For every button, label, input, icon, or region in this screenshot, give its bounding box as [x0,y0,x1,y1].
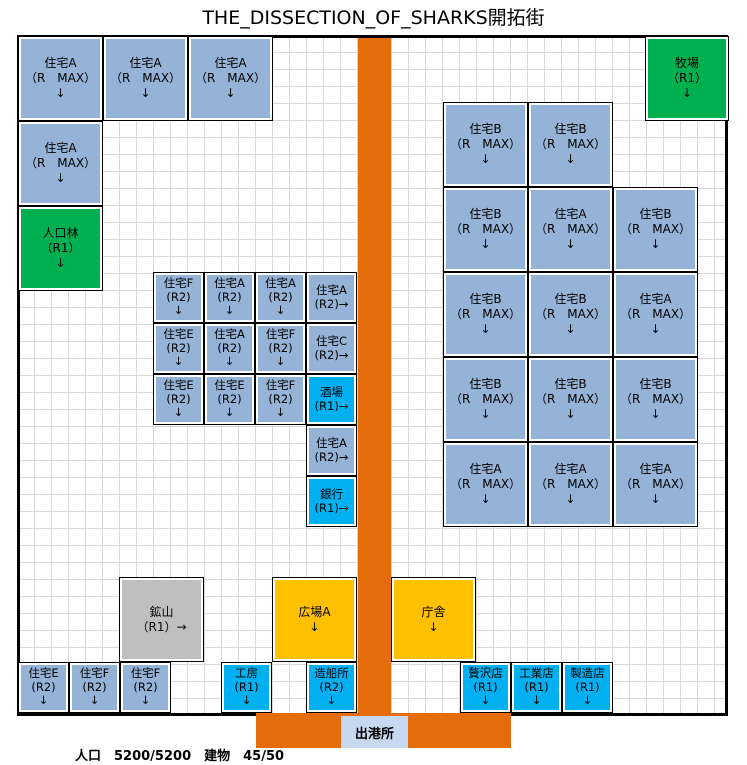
building-housing-18[interactable]: 住宅A （R MAX） ↓ [528,442,613,527]
building-housing-7[interactable]: 住宅B （R MAX） ↓ [528,102,613,187]
main-street-vertical [358,38,391,716]
building-housing-19[interactable]: 住宅A （R MAX） ↓ [613,442,698,527]
building-housing-17[interactable]: 住宅A （R MAX） ↓ [443,442,528,527]
building-housing-30[interactable]: 住宅F (R2) ↓ [255,374,306,425]
building-housing-10[interactable]: 住宅B （R MAX） ↓ [613,187,698,272]
building-mine-34[interactable]: 鉱山 （R1）→ [119,577,204,662]
building-housing-16[interactable]: 住宅B （R MAX） ↓ [613,357,698,442]
building-housing-26[interactable]: 住宅F (R2) ↓ [255,323,306,374]
building-shop-31[interactable]: 酒場 (R1)→ [306,374,357,425]
building-housing-8[interactable]: 住宅B （R MAX） ↓ [443,187,528,272]
building-housing-12[interactable]: 住宅B （R MAX） ↓ [528,272,613,357]
building-housing-29[interactable]: 住宅E (R2) ↓ [204,374,255,425]
building-housing-37[interactable]: 住宅E (R2) ↓ [18,662,69,713]
building-housing-15[interactable]: 住宅B （R MAX） ↓ [528,357,613,442]
building-housing-38[interactable]: 住宅F (R2) ↓ [69,662,120,713]
building-shop-43[interactable]: 工業店 (R1) ↓ [511,662,562,713]
building-housing-32[interactable]: 住宅A (R2)→ [306,425,357,476]
building-housing-11[interactable]: 住宅B （R MAX） ↓ [443,272,528,357]
building-forest-5[interactable]: 人口林 （R1） ↓ [18,206,103,291]
building-housing-4[interactable]: 住宅A （R MAX） ↓ [18,121,103,206]
building-plaza-35[interactable]: 広場A ↓ [272,577,357,662]
building-housing-28[interactable]: 住宅E (R2) ↓ [153,374,204,425]
building-shop-42[interactable]: 贅沢店 (R1) ↓ [460,662,511,713]
building-housing-22[interactable]: 住宅A (R2) ↓ [255,272,306,323]
building-housing-23[interactable]: 住宅A (R2)→ [306,272,357,323]
building-plaza-36[interactable]: 庁舎 ↓ [391,577,476,662]
building-housing-2[interactable]: 住宅A （R MAX） ↓ [188,36,273,121]
building-housing-6[interactable]: 住宅B （R MAX） ↓ [443,102,528,187]
building-housing-9[interactable]: 住宅A （R MAX） ↓ [528,187,613,272]
port-building[interactable]: 出港所 [341,716,408,748]
building-shop-44[interactable]: 製造店 (R1) ↓ [562,662,613,713]
stats-bar: 人口 5200/5200 建物 45/50 [75,749,285,764]
building-housing-27[interactable]: 住宅C (R2)→ [306,323,357,374]
building-housing-24[interactable]: 住宅E (R2) ↓ [153,323,204,374]
building-housing-21[interactable]: 住宅A (R2) ↓ [204,272,255,323]
building-housing-25[interactable]: 住宅A (R2) ↓ [204,323,255,374]
building-housing-20[interactable]: 住宅F (R2) ↓ [153,272,204,323]
map-title: THE_DISSECTION_OF_SHARKS開拓街 [202,7,545,29]
building-housing-13[interactable]: 住宅A （R MAX） ↓ [613,272,698,357]
building-housing-1[interactable]: 住宅A （R MAX） ↓ [103,36,188,121]
building-housing-0[interactable]: 住宅A （R MAX） ↓ [18,36,103,121]
building-shop-33[interactable]: 銀行 (R1)→ [306,476,357,527]
building-shop-40[interactable]: 工房 (R1) ↓ [221,662,272,713]
building-housing-14[interactable]: 住宅B （R MAX） ↓ [443,357,528,442]
building-forest-3[interactable]: 牧場 （R1） ↓ [645,36,729,121]
building-housing-39[interactable]: 住宅F (R2) ↓ [120,662,171,713]
building-shop-41[interactable]: 造船所 (R2) ↓ [306,662,357,713]
